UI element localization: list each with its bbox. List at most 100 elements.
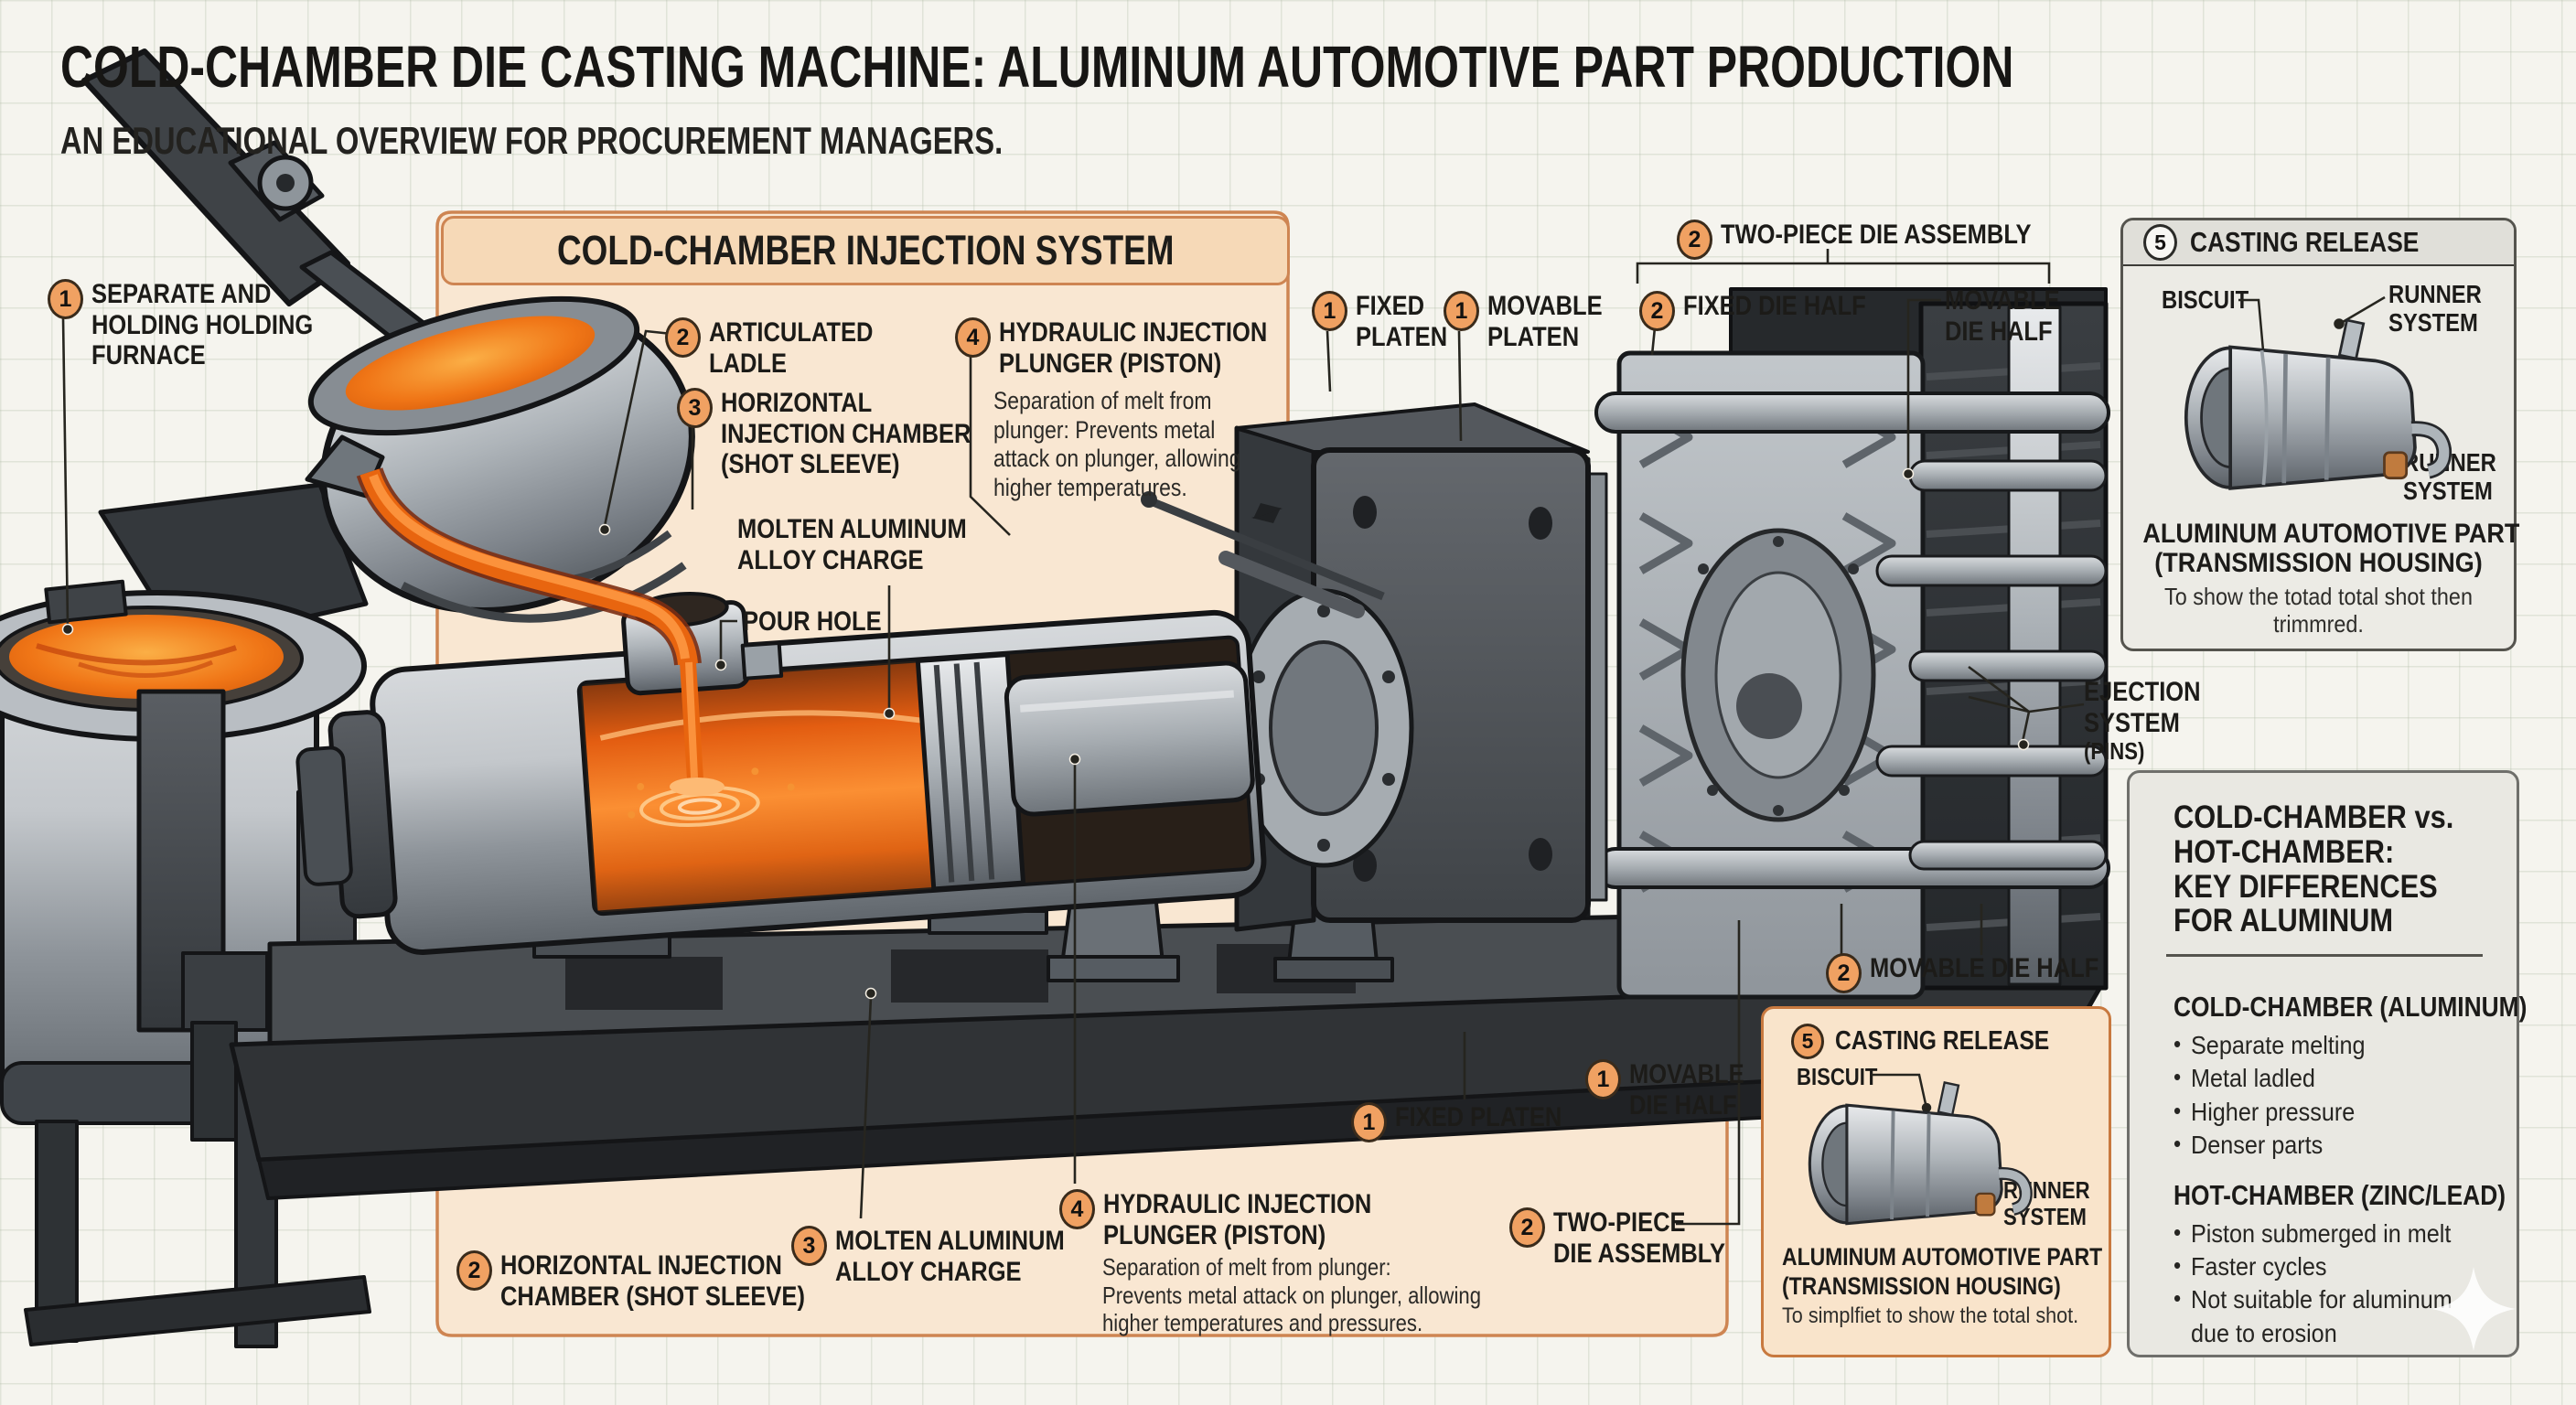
- die-assembly-illustration: [1594, 287, 2110, 1000]
- page-subtitle: AN EDUCATIONAL OVERVIEW FOR PROCUREMENT …: [60, 119, 1004, 162]
- comparison-title-line: COLD-CHAMBER vs.: [2174, 799, 2454, 835]
- biscuit-label: BISCUIT: [2162, 285, 2249, 314]
- divider: [2166, 954, 2483, 957]
- callout-two-piece-top: 2 TWO-PIECE DIE ASSEMBLY: [1677, 220, 2087, 260]
- molten-pour-stream: [356, 467, 724, 796]
- step-badge: 2: [1509, 1207, 1545, 1248]
- comparison-bullet: •Higher pressure: [2174, 1096, 2356, 1126]
- step-badge: 1: [1312, 291, 1347, 331]
- comparison-section-heading: HOT-CHAMBER (ZINC/LEAD): [2174, 1178, 2506, 1211]
- callout-label: POUR HOLE: [743, 606, 882, 637]
- comparison-title-line: HOT-CHAMBER:: [2174, 833, 2395, 870]
- comparison-title-line: FOR ALUMINUM: [2174, 903, 2394, 939]
- step-badge: 1: [1585, 1059, 1621, 1099]
- part-title: ALUMINUM AUTOMOTIVE PART: [2142, 519, 2520, 549]
- sparkle-watermark: [2431, 1267, 2516, 1351]
- plunger-bottom-desc: Separation of melt from plunger:Prevents…: [1102, 1253, 1482, 1337]
- ejector-pins: [1875, 459, 2108, 871]
- leader-line: [859, 996, 873, 1219]
- leader-line: [719, 619, 737, 662]
- leader-line: [969, 355, 1011, 536]
- comparison-bullet: •Separate melting: [2174, 1030, 2366, 1059]
- leader-dot: [2017, 738, 2030, 751]
- step-badge: 5: [2143, 224, 2177, 261]
- biscuit-label: BISCUIT: [1797, 1063, 1878, 1090]
- leader-line: [1636, 262, 2051, 284]
- step-badge: 2: [456, 1250, 492, 1291]
- step-badge: 3: [791, 1226, 827, 1266]
- leader-line: [1968, 695, 2030, 713]
- callout-pour-hole: POUR HOLE: [743, 606, 906, 638]
- comparison-title-line: KEY DIFFERENCES: [2174, 868, 2438, 905]
- leader-line: [1676, 920, 1741, 1226]
- step-badge: 2: [1826, 953, 1862, 993]
- leader-line: [1326, 330, 1332, 392]
- step-badge: 4: [955, 317, 991, 358]
- casting-release-panel-header: 5 CASTING RELEASE: [2123, 220, 2514, 266]
- leader-line: [2021, 711, 2031, 743]
- comparison-bullet: •Metal ladled: [2174, 1063, 2315, 1093]
- leader-dot: [1068, 753, 1081, 766]
- step-badge: 2: [1639, 291, 1675, 331]
- plunger-rod: [1004, 660, 1255, 817]
- injection-system-banner: COLD-CHAMBER INJECTION SYSTEM: [441, 216, 1290, 285]
- casting-release-art: [2184, 295, 2453, 490]
- step-badge: 1: [48, 279, 83, 319]
- holding-furnace-illustration: [0, 482, 371, 1348]
- injection-system-title: COLD-CHAMBER INJECTION SYSTEM: [556, 227, 1175, 273]
- callout-fixed-die-half-top: 2 FIXED DIE HALF: [1639, 291, 1898, 331]
- leader-dot: [864, 987, 877, 1000]
- leader-dot: [598, 523, 611, 536]
- comparison-title: COLD-CHAMBER vs.HOT-CHAMBER:KEY DIFFEREN…: [2174, 800, 2492, 938]
- callout-label: TWO-PIECE DIE ASSEMBLY: [1721, 220, 2032, 250]
- comparison-bullet: •Faster cycles: [2174, 1250, 2327, 1281]
- platen-illustration: [1233, 402, 1608, 932]
- callout-label: FIXED DIE HALF: [1683, 291, 1866, 321]
- step-badge: 3: [677, 388, 713, 428]
- step-badge: 2: [1677, 220, 1712, 260]
- page-header: COLD-CHAMBER DIE CASTING MACHINE: ALUMIN…: [60, 33, 2565, 163]
- callout-label: FIXED PLATEN: [1395, 1102, 1562, 1132]
- comparison-bullet: •Denser parts: [2174, 1130, 2324, 1160]
- step-badge: 1: [1444, 291, 1479, 331]
- comparison-section-heading: COLD-CHAMBER (ALUMINUM): [2174, 991, 2528, 1023]
- leader-dot: [714, 659, 727, 671]
- hydraulic-rod-illustration: [1141, 491, 1385, 618]
- comparison-bullet-list: •Piston submerged in melt•Faster cycles•…: [2174, 1217, 2548, 1351]
- leader-line: [1968, 665, 2085, 713]
- part-subtitle: (TRANSMISSION HOUSING): [2154, 548, 2483, 578]
- leader-line: [61, 316, 70, 627]
- leader-dot: [1902, 467, 1915, 480]
- step-badge: 4: [1059, 1189, 1095, 1229]
- leader-line: [1906, 298, 1941, 470]
- casting-release-box-header: 5 CASTING RELEASE: [1791, 1024, 2088, 1059]
- leader-line: [1650, 327, 1657, 356]
